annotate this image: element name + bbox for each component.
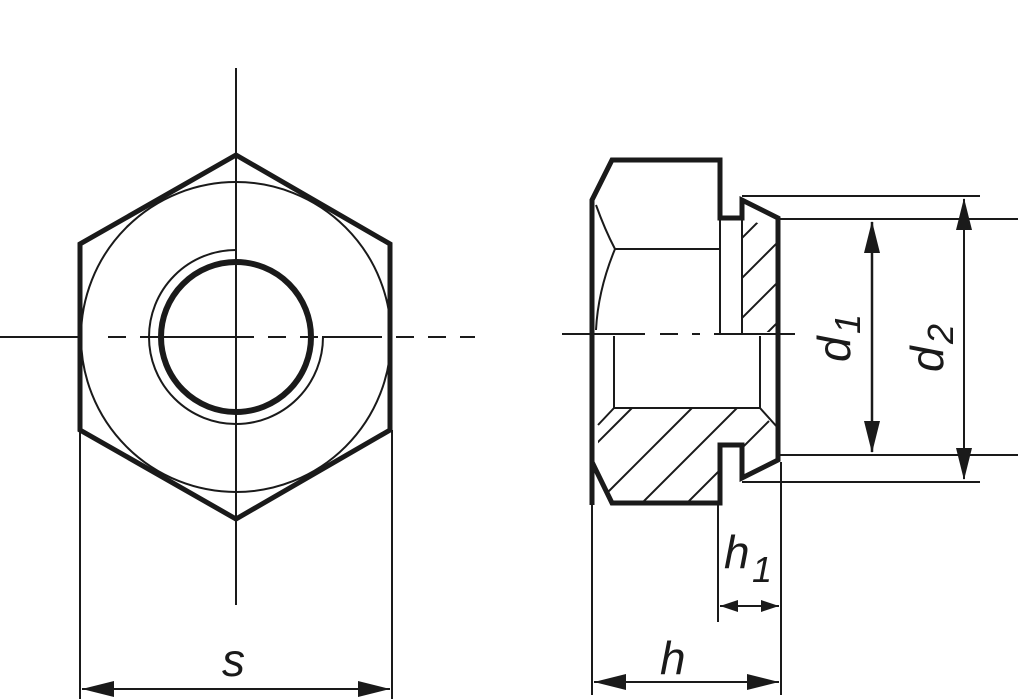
d2-arrow-bottom: [956, 448, 972, 480]
svg-text:1: 1: [752, 549, 772, 590]
h1-arrow-left: [720, 600, 738, 612]
h-arrow-left: [594, 674, 626, 690]
svg-text:d: d: [901, 345, 953, 372]
d1-arrow-bottom: [864, 421, 880, 453]
front-view: s: [0, 68, 475, 699]
bore-chamfer-left: [597, 407, 615, 426]
h-arrow-right: [747, 674, 779, 690]
d1-label: d 1: [808, 314, 868, 362]
hex-face-curve-mid: [595, 248, 616, 331]
chamfer-circle: [80, 181, 392, 493]
svg-text:1: 1: [827, 314, 868, 334]
bore-circle: [158, 259, 314, 415]
d1-arrow-top: [864, 221, 880, 253]
h1-arrow-right: [761, 600, 779, 612]
hex-face-curve-top: [595, 204, 616, 250]
d2-label: d 2: [901, 324, 961, 372]
s-arrow-left: [82, 681, 114, 697]
hexagon-outline: [77, 152, 393, 522]
d2-arrow-top: [956, 198, 972, 230]
section-outline-top: [589, 157, 781, 506]
s-arrow-right: [358, 681, 390, 697]
top-hatching: [742, 216, 778, 332]
s-label: s: [222, 634, 245, 686]
section-view: d 1 d 2 h 1 h: [562, 157, 1018, 695]
svg-text:h: h: [724, 526, 750, 578]
svg-text:2: 2: [920, 324, 961, 345]
h1-label: h 1: [724, 526, 772, 590]
svg-text:d: d: [808, 335, 860, 362]
h-label: h: [660, 632, 686, 684]
thread-arc: [148, 249, 324, 425]
bore-chamfer-right: [759, 407, 779, 429]
